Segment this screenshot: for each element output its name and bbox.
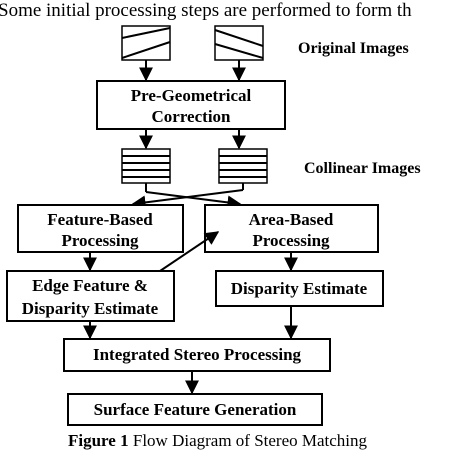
edge-edgefeature-to-area [159,231,220,272]
edge-feature-line2: Disparity Estimate [22,299,159,318]
original-images-label: Original Images [298,40,409,57]
edge-feature-line1: Edge Feature & [32,276,148,295]
area-based-line1: Area-Based [249,210,334,229]
figure-caption-label: Figure 1 [68,431,129,450]
collinear-image-right-icon [218,148,268,184]
collinear-image-left-icon [121,148,171,184]
collinear-images-label: Collinear Images [304,160,421,177]
node-edge-feature-disparity: Edge Feature & Disparity Estimate [6,270,175,322]
area-based-line2: Processing [252,231,330,250]
figure-caption-text: Flow Diagram of Stereo Matching [129,431,368,450]
node-pre-geometrical-correction: Pre-Geometrical Correction [96,80,286,130]
node-surface-feature-generation: Surface Feature Generation [67,393,323,426]
pre-geometrical-line1: Pre-Geometrical [131,86,252,105]
disparity-estimate-label: Disparity Estimate [231,279,368,298]
node-disparity-estimate: Disparity Estimate [215,270,384,307]
feature-based-line1: Feature-Based [47,210,153,229]
node-feature-based-processing: Feature-Based Processing [17,204,184,253]
figure-caption: Figure 1 Flow Diagram of Stereo Matching [68,431,368,450]
edge-coll-left-to-area [145,191,242,210]
surface-feature-label: Surface Feature Generation [94,400,297,419]
feature-based-line2: Processing [61,231,139,250]
pre-geometrical-line2: Correction [152,107,232,126]
original-image-left-icon [121,25,171,61]
original-image-right-icon [214,25,264,61]
node-integrated-stereo-processing: Integrated Stereo Processing [63,338,331,372]
intro-text: Some initial processing steps are perfor… [0,0,412,21]
edge-coll-right-to-feature [131,189,244,210]
node-area-based-processing: Area-Based Processing [204,204,379,253]
integrated-stereo-label: Integrated Stereo Processing [93,345,302,364]
